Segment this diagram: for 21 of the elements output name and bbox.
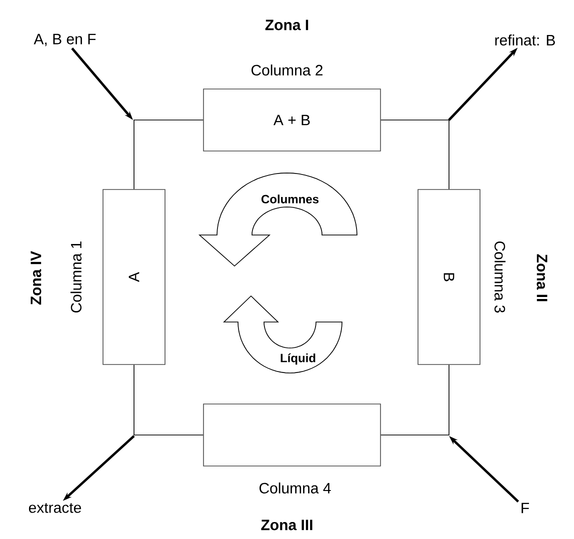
zone-label: Zona II bbox=[536, 254, 548, 302]
zone-label: Zona III bbox=[261, 520, 312, 530]
column-label: Columna 1 bbox=[70, 242, 82, 312]
column-box: A bbox=[102, 189, 166, 365]
stream-label: A, B en F bbox=[34, 34, 96, 46]
symbol-label: Líquid bbox=[280, 353, 316, 365]
stream-label: refinat: B bbox=[495, 34, 555, 46]
zone-label: Zona I bbox=[265, 20, 308, 30]
connector-line bbox=[380, 364, 450, 436]
column-box: A + B bbox=[203, 88, 381, 152]
stream-label: extracte bbox=[28, 503, 81, 513]
connector-line bbox=[380, 120, 450, 190]
zone-label: Zona IV bbox=[30, 251, 42, 305]
column-box: B bbox=[418, 189, 480, 365]
column-label: Columna 2 bbox=[252, 64, 322, 76]
stream-label: F bbox=[522, 502, 529, 514]
symbol-label: Columnes bbox=[261, 194, 318, 204]
column-label: Columna 3 bbox=[494, 242, 506, 313]
column-label: Columna 4 bbox=[260, 482, 331, 494]
connector-line bbox=[134, 364, 204, 436]
connector-line bbox=[134, 120, 204, 190]
